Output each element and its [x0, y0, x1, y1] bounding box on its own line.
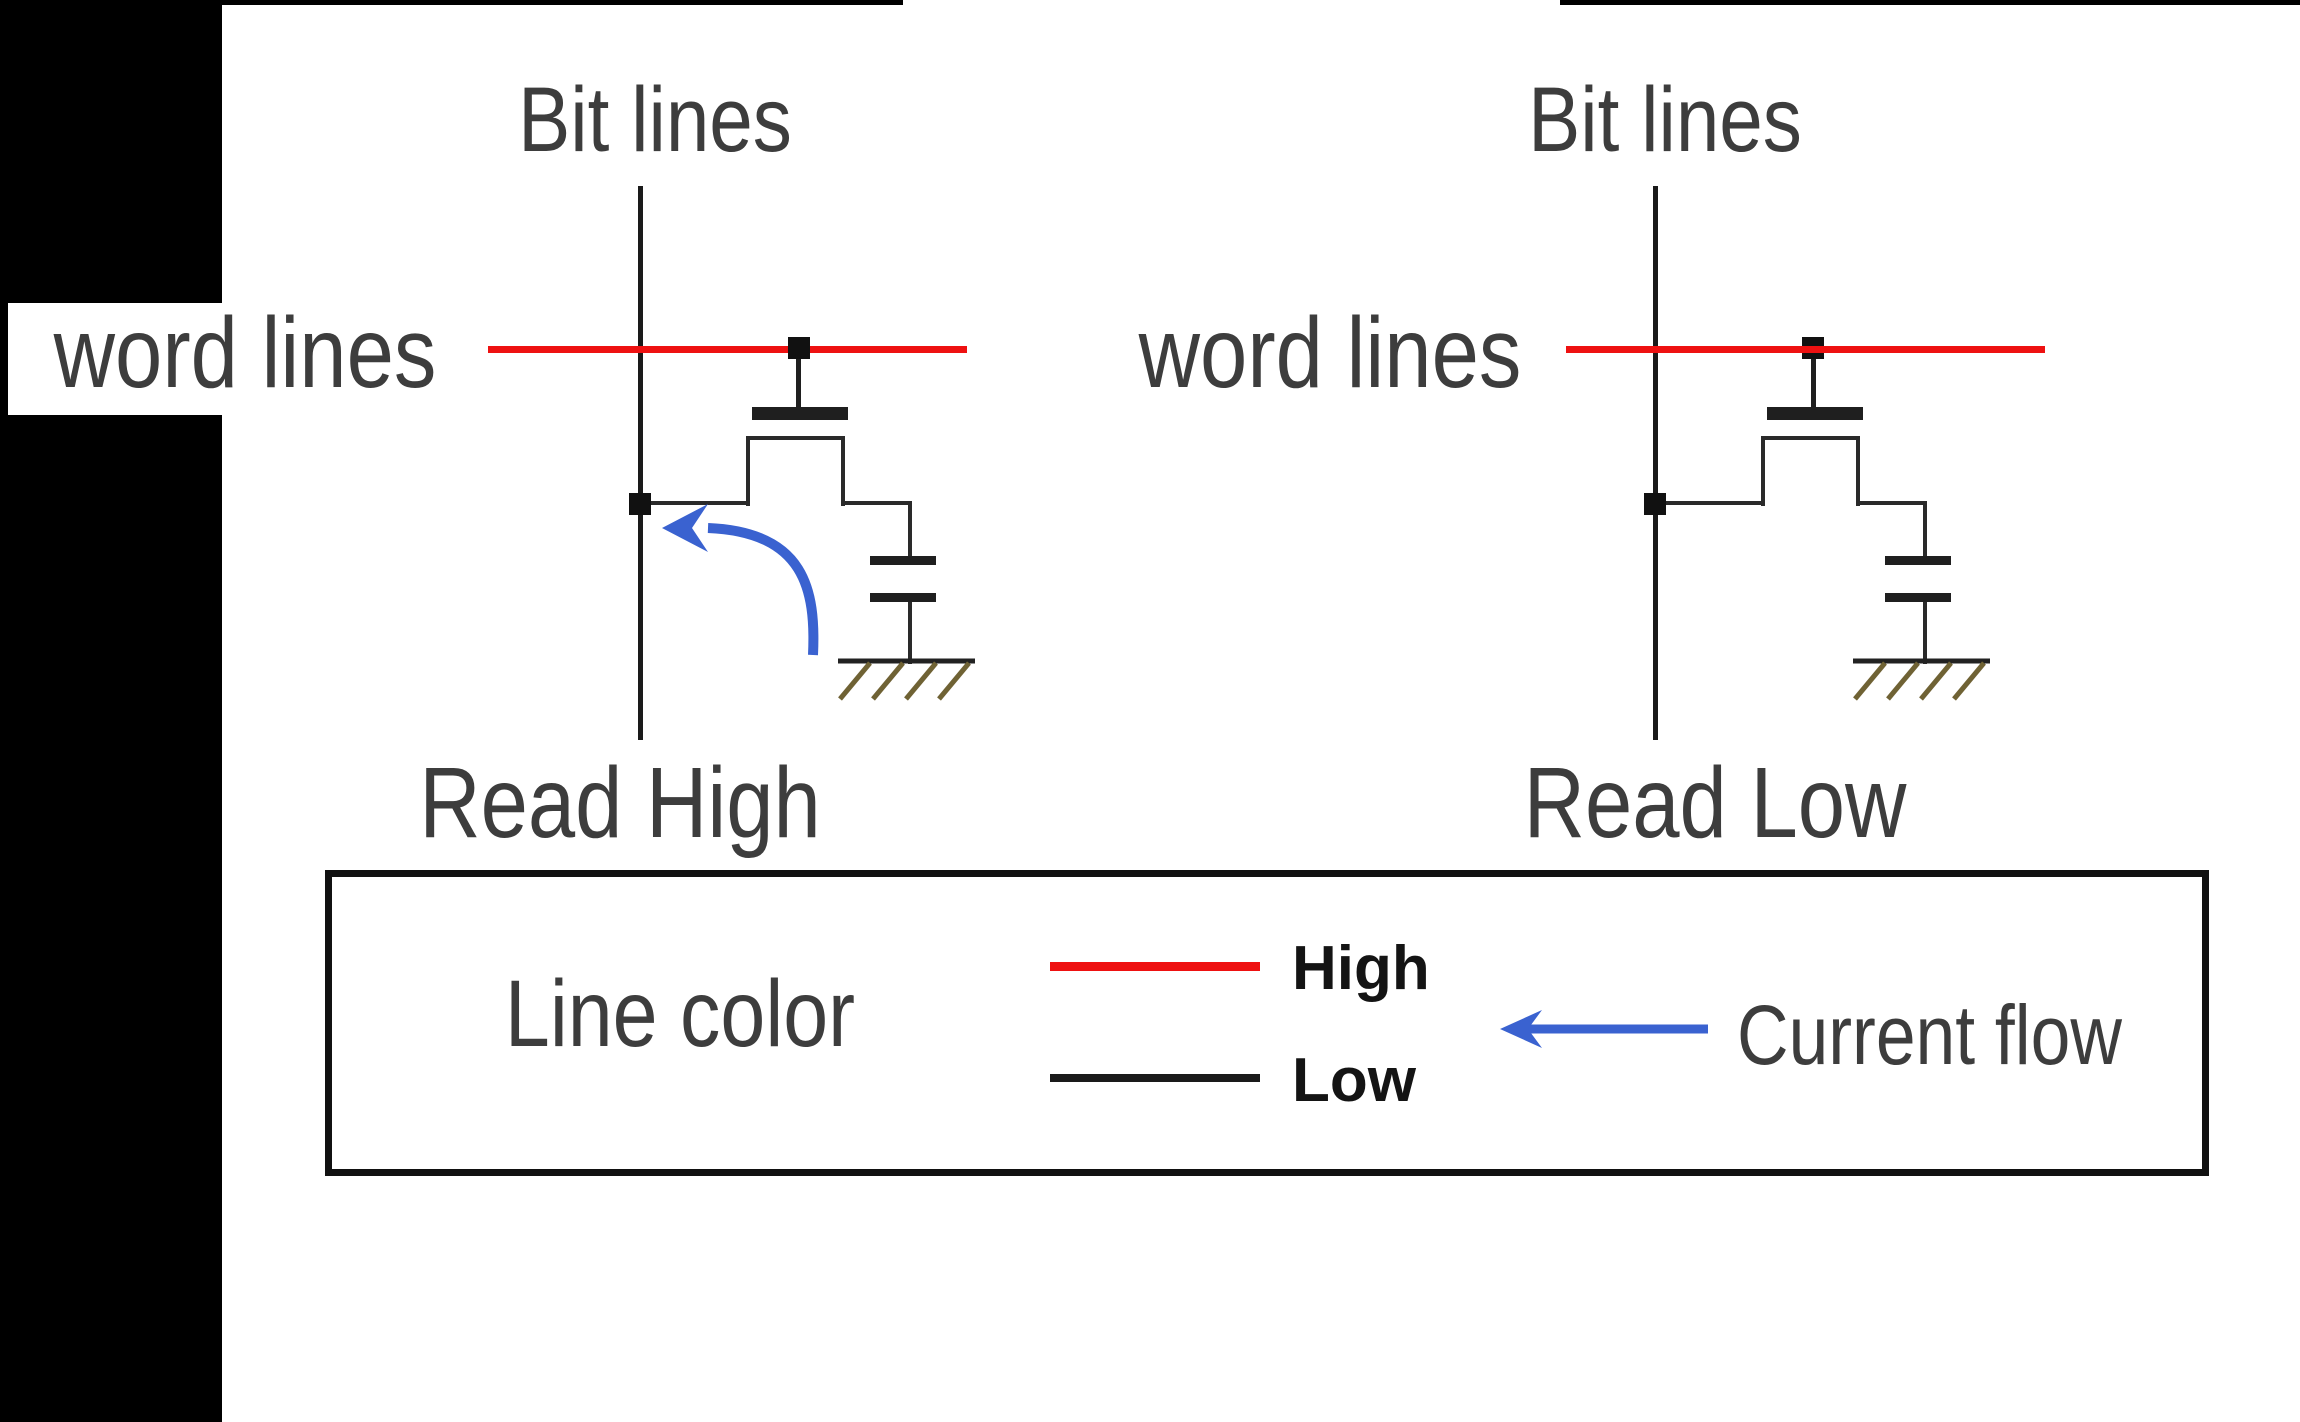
ground-symbol-left	[838, 658, 975, 701]
source-wire-left	[640, 501, 748, 505]
caption-read-low: Read Low	[1523, 746, 1907, 859]
word-line-right	[1566, 346, 2045, 353]
channel-drain-leg-left	[841, 436, 845, 506]
bit-line-right	[1653, 186, 1658, 740]
capacitor-plate-top-right	[1885, 556, 1951, 565]
channel-source-leg-right	[1761, 436, 1765, 506]
capacitor-lead-bottom-right	[1923, 602, 1927, 664]
gate-stem-left	[796, 358, 801, 410]
left-black-sidebar	[0, 0, 222, 1422]
current-arrowhead-icon	[662, 504, 708, 552]
gate-bar-left	[752, 407, 848, 420]
gate-bar-right	[1767, 407, 1863, 420]
word-lines-label-backdrop	[8, 303, 448, 415]
legend-box	[325, 870, 2209, 1176]
legend-current-arrow	[1500, 1010, 1708, 1048]
caption-read-high: Read High	[419, 746, 821, 859]
current-arrow-shaft	[707, 523, 819, 656]
ground-hatch	[904, 661, 938, 701]
bitline-contact-square-right	[1644, 493, 1666, 515]
legend-low-line	[1050, 1074, 1260, 1082]
drain-wire-right	[1858, 501, 1927, 505]
bit-lines-label-right: Bit lines	[1528, 69, 1802, 171]
capacitor-lead-top-left	[908, 501, 912, 559]
word-lines-label-right: word lines	[1138, 296, 1522, 409]
channel-drain-leg-right	[1856, 436, 1860, 506]
legend-low-label: Low	[1292, 1046, 1416, 1115]
legend-high-line	[1050, 962, 1260, 971]
gate-stem-right	[1811, 358, 1816, 410]
capacitor-plate-top-left	[870, 556, 936, 565]
word-line-left	[488, 346, 967, 353]
capacitor-lead-top-right	[1923, 501, 1927, 559]
ground-symbol-right	[1853, 658, 1990, 701]
top-border-left-segment	[222, 0, 903, 5]
legend-high-label: High	[1292, 934, 1430, 1003]
legend-current-label: Current flow	[1737, 988, 2122, 1082]
channel-source-leg-left	[746, 436, 750, 506]
ground-hatch	[1952, 661, 1986, 701]
source-wire-right	[1655, 501, 1763, 505]
bit-lines-label-left: Bit lines	[518, 69, 792, 171]
capacitor-plate-bottom-right	[1885, 593, 1951, 602]
bit-line-left	[638, 186, 643, 740]
word-lines-label-left: word lines	[53, 296, 437, 409]
drain-wire-left	[843, 501, 912, 505]
bitline-contact-square-left	[629, 493, 651, 515]
ground-hatch	[838, 661, 872, 701]
current-flow-arrow-left	[662, 504, 819, 656]
ground-hatch	[871, 661, 905, 701]
capacitor-lead-bottom-left	[908, 602, 912, 664]
channel-top-right	[1761, 436, 1860, 440]
gate-contact-square-left	[788, 337, 810, 359]
top-border-right-segment	[1560, 0, 2300, 5]
current-arrowhead-icon	[1500, 1010, 1542, 1048]
ground-hatch	[1886, 661, 1920, 701]
channel-top-left	[746, 436, 845, 440]
capacitor-plate-bottom-left	[870, 593, 936, 602]
ground-hatch	[1919, 661, 1953, 701]
ground-hatch	[937, 661, 971, 701]
legend-title: Line color	[504, 961, 856, 1067]
ground-hatch	[1853, 661, 1887, 701]
